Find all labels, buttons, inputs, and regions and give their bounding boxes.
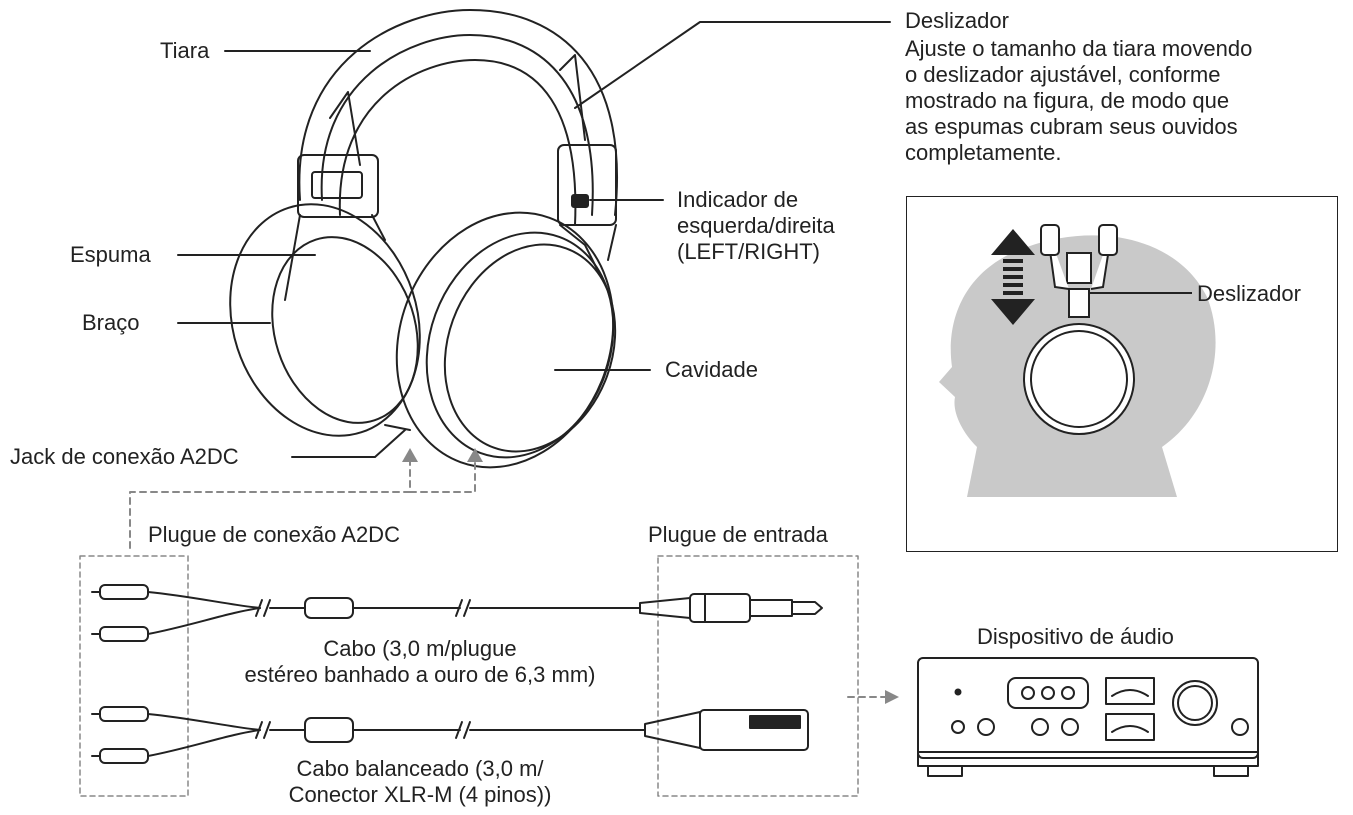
label-jack: Jack de conexão A2DC [10,444,239,469]
cable-drawing [91,584,823,764]
insertion-arrows [129,461,476,549]
inset-deslizador-label: Deslizador [1197,281,1301,306]
leader-jack [291,429,406,458]
label-espuma: Espuma [70,242,151,267]
audio-device-drawing [917,657,1259,777]
label-cabo1: Cabo (3,0 m/plugue estéreo banhado a our… [244,636,596,687]
label-tiara: Tiara [160,38,210,63]
headphones-drawing [229,9,618,469]
label-dispositivo: Dispositivo de áudio [977,624,1174,649]
deslizador-title: Deslizador [905,8,1009,33]
label-indicador: Indicador de esquerda/direita (LEFT/RIGH… [677,187,835,264]
label-plugue-entrada: Plugue de entrada [648,522,828,547]
label-cabo2: Cabo balanceado (3,0 m/ Conector XLR-M (… [288,756,552,807]
deslizador-inset: Deslizador [906,196,1338,552]
a2dc-plug-box [79,555,189,797]
deslizador-description: Ajuste o tamanho da tiara movendo o desl… [905,36,1253,165]
leader-deslizador [574,21,891,109]
head-silhouette [939,224,1216,497]
input-plug-box [657,555,859,797]
label-braco: Braço [82,310,140,335]
label-cavidade: Cavidade [665,357,758,382]
label-plugue-a2dc: Plugue de conexão A2DC [148,522,400,547]
